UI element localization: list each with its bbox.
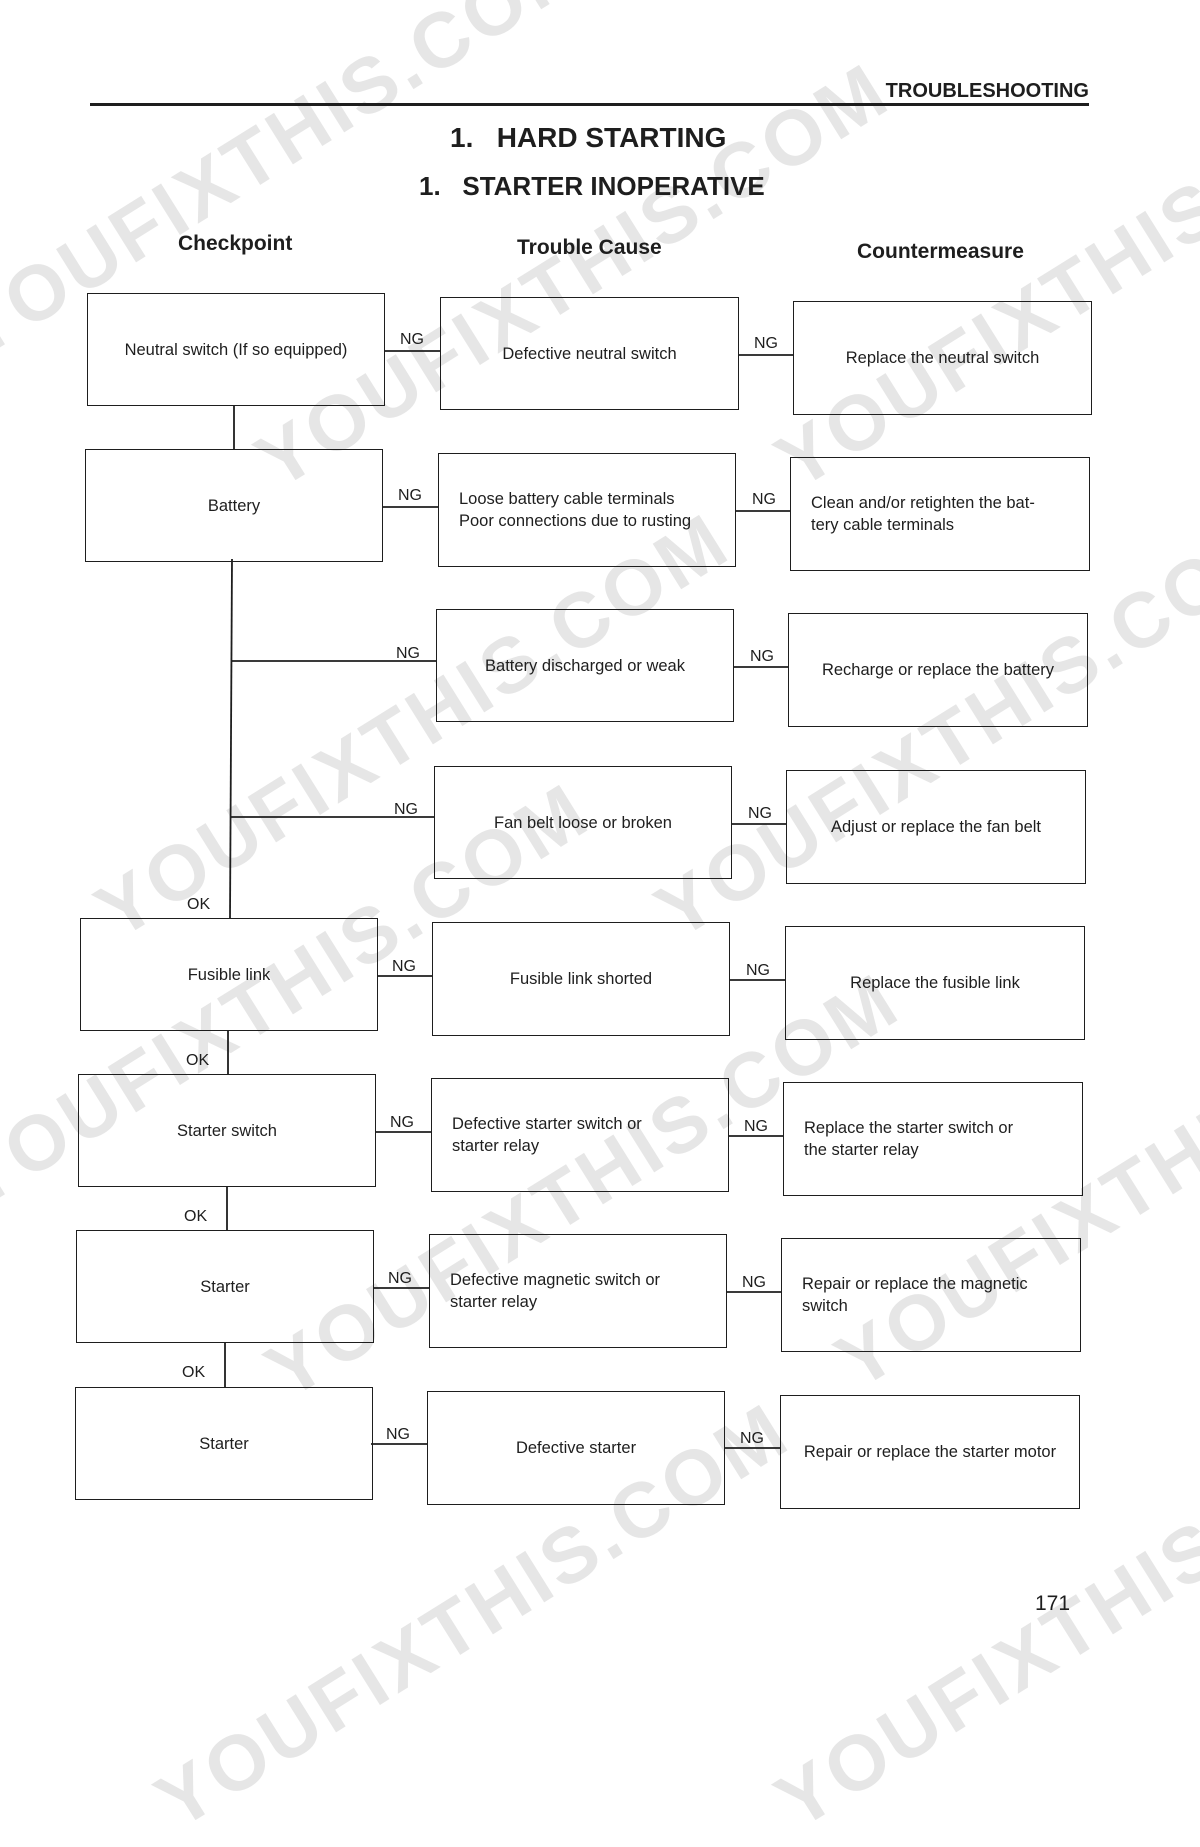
countermeasure-box: Replace the fusible link xyxy=(785,926,1085,1040)
cause-box: Fusible link shorted xyxy=(432,922,730,1036)
countermeasure-box: Repair or replace the starter motor xyxy=(780,1395,1080,1509)
countermeasure-label: Replace the fusible link xyxy=(850,974,1020,992)
cause-label: Loose battery cable terminals Poor conne… xyxy=(459,490,692,530)
countermeasure-box: Adjust or replace the fan belt xyxy=(786,770,1086,884)
checkpoint-label: Starter xyxy=(199,1434,249,1453)
ng-label: NG xyxy=(750,648,774,665)
countermeasure-label: Recharge or replace the battery xyxy=(821,661,1055,679)
ok-label: OK xyxy=(187,896,211,913)
ng-label: NG xyxy=(390,1114,414,1131)
ng-label: NG xyxy=(388,1270,412,1287)
cause-box: Defective starter switch or starter rela… xyxy=(431,1078,729,1192)
main-title-text: HARD STARTING xyxy=(496,122,727,153)
checkpoint-box: Neutral switch (If so equipped) xyxy=(87,293,385,406)
checkpoint-label: Neutral switch (If so equipped) xyxy=(124,340,348,359)
checkpoint-label: Battery xyxy=(207,496,261,515)
ng-label: NG xyxy=(744,1118,768,1135)
sub-title-number: 1. xyxy=(419,171,441,201)
ng-label: NG xyxy=(752,491,776,508)
ng-label: NG xyxy=(754,335,778,352)
cause-label: Defective magnetic switch or starter rel… xyxy=(450,1271,660,1311)
countermeasure-label: Replace the starter switch or the starte… xyxy=(804,1119,1014,1159)
cause-box: Loose battery cable terminals Poor conne… xyxy=(438,453,736,567)
checkpoint-label: Starter xyxy=(200,1277,250,1296)
checkpoint-label: Starter switch xyxy=(177,1121,277,1140)
countermeasure-box: Replace the neutral switch xyxy=(793,301,1092,415)
cause-box: Battery discharged or weak xyxy=(436,609,734,722)
countermeasure-box: Repair or replace the magnetic switch xyxy=(781,1238,1081,1352)
countermeasure-box: Recharge or replace the battery xyxy=(788,613,1088,727)
cause-box: Defective neutral switch xyxy=(440,297,739,410)
column-header-countermeasure: Countermeasure xyxy=(857,240,1024,263)
checkpoint-box: Battery xyxy=(85,449,383,562)
main-title-number: 1. xyxy=(450,122,474,153)
section-header: TROUBLESHOOTING xyxy=(885,80,1089,102)
cause-box: Defective starter xyxy=(427,1391,725,1505)
checkpoint-box: Starter xyxy=(76,1230,374,1343)
ng-label: NG xyxy=(392,958,416,975)
countermeasure-label: Adjust or replace the fan belt xyxy=(830,818,1042,836)
cause-box: Fan belt loose or broken xyxy=(434,766,732,879)
ok-label: OK xyxy=(184,1208,208,1225)
countermeasure-label: Clean and/or retighten the bat- tery cab… xyxy=(811,494,1035,534)
countermeasure-label: Repair or replace the starter motor xyxy=(803,1443,1057,1461)
ng-label: NG xyxy=(398,487,422,504)
ng-label: NG xyxy=(740,1430,764,1447)
sub-title-text: STARTER INOPERATIVE xyxy=(462,171,765,201)
ng-label: NG xyxy=(394,801,418,818)
ng-label: NG xyxy=(742,1274,766,1291)
header-rule xyxy=(90,103,1089,106)
ng-label: NG xyxy=(746,962,770,979)
column-header-cause: Trouble Cause xyxy=(517,236,662,259)
checkpoint-box: Fusible link xyxy=(80,918,378,1031)
column-header-checkpoint: Checkpoint xyxy=(178,232,293,255)
checkpoint-box: Starter xyxy=(75,1387,373,1500)
ng-label: NG xyxy=(400,331,424,348)
ok-label: OK xyxy=(186,1052,210,1069)
checkpoint-label: Fusible link xyxy=(187,965,271,984)
checkpoint-box: Starter switch xyxy=(78,1074,376,1187)
countermeasure-box: Replace the starter switch or the starte… xyxy=(783,1082,1083,1196)
page-number: 171 xyxy=(1035,1592,1071,1615)
cause-label: Fusible link shorted xyxy=(509,970,653,988)
cause-label: Defective starter xyxy=(515,1439,637,1457)
countermeasure-box: Clean and/or retighten the bat- tery cab… xyxy=(790,457,1090,571)
cause-label: Fan belt loose or broken xyxy=(494,813,672,832)
ng-label: NG xyxy=(396,645,420,662)
main-title: 1. HARD STARTING xyxy=(450,122,726,154)
cause-box: Defective magnetic switch or starter rel… xyxy=(429,1234,727,1348)
ok-label: OK xyxy=(182,1364,206,1381)
countermeasure-label: Replace the neutral switch xyxy=(845,349,1040,367)
ng-label: NG xyxy=(748,805,772,822)
cause-label: Battery discharged or weak xyxy=(485,656,685,675)
flowchart-connectors xyxy=(224,350,794,1449)
sub-title: 1. STARTER INOPERATIVE xyxy=(419,171,765,202)
cause-label: Defective starter switch or starter rela… xyxy=(452,1115,642,1155)
ng-label: NG xyxy=(386,1426,410,1443)
countermeasure-label: Repair or replace the magnetic switch xyxy=(802,1275,1028,1315)
cause-label: Defective neutral switch xyxy=(502,344,677,363)
